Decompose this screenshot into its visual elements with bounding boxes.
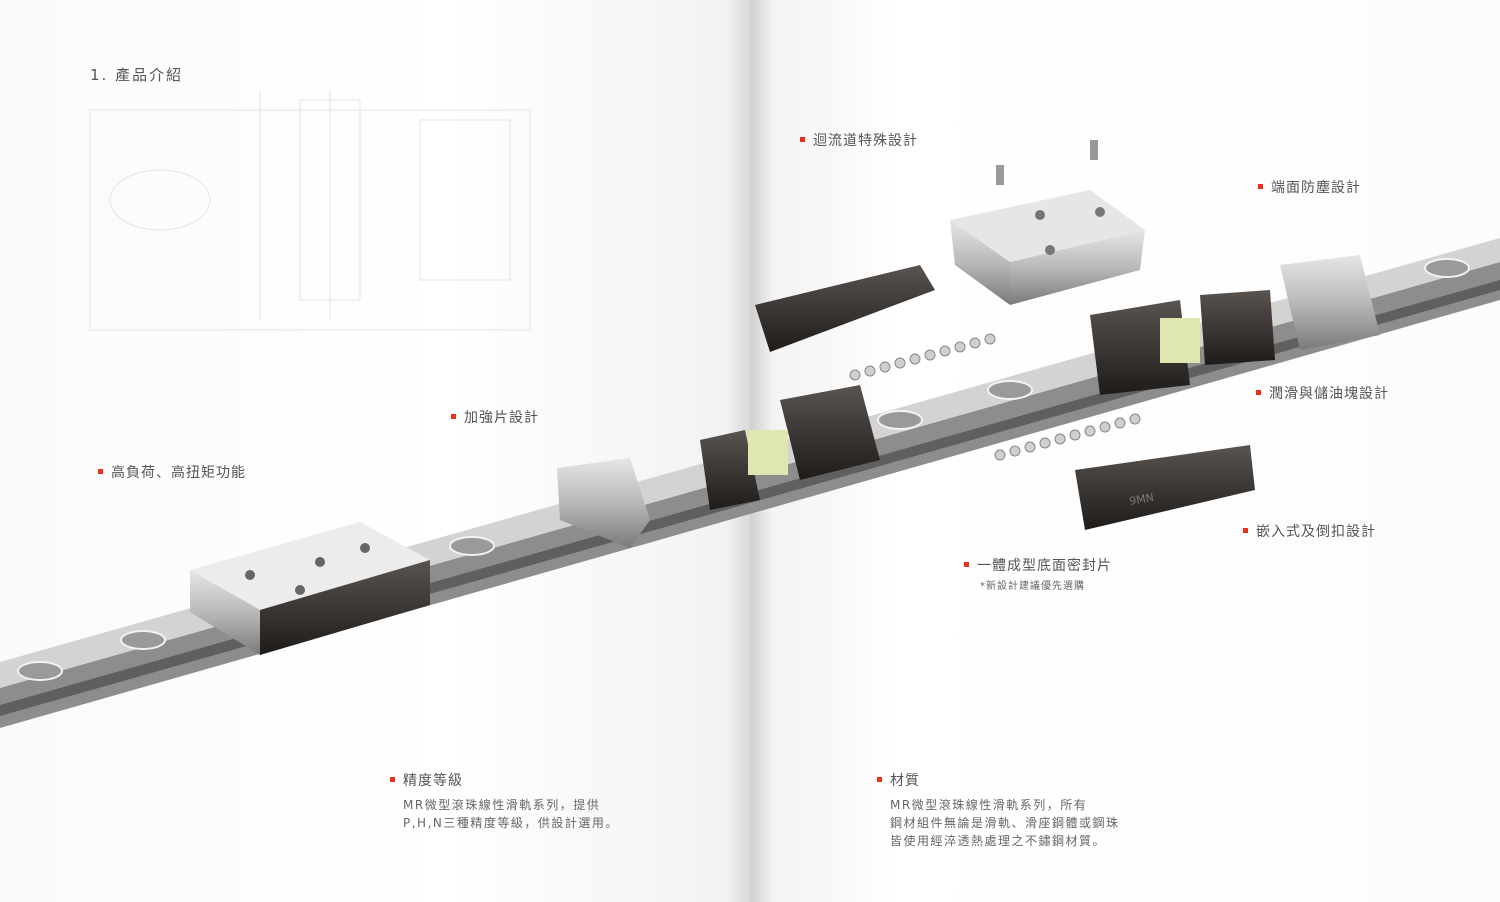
precision-line: P,H,N三種精度等級，供設計選用。 <box>403 816 619 830</box>
callout-label: 高負荷、高扭矩功能 <box>111 465 246 481</box>
callout-embedded: 嵌入式及倒扣設計 <box>1243 521 1376 541</box>
bullet-icon <box>964 561 969 567</box>
callout-lubrication: 潤滑與儲油塊設計 <box>1256 383 1389 403</box>
callout-label: 加強片設計 <box>464 410 539 426</box>
retainer-top <box>755 265 935 352</box>
precision-heading: 精度等級 <box>403 773 463 789</box>
bullet-icon <box>390 776 395 782</box>
balls-row-bottom <box>994 413 1141 461</box>
bullet-icon <box>98 468 103 474</box>
callout-high-load: 高負荷、高扭矩功能 <box>98 462 246 482</box>
part-marking: 9MN <box>1128 491 1155 508</box>
callout-label: 潤滑與儲油塊設計 <box>1269 386 1389 402</box>
bullet-icon <box>451 413 456 419</box>
callout-label: 嵌入式及倒扣設計 <box>1256 524 1376 540</box>
slider-block-assembled <box>190 522 430 655</box>
material-section: 材質 MR微型滾珠線性滑軌系列，所有 鋼材組件無論是滑軌、滑座鋼體或鋼珠 皆使用… <box>877 770 1120 850</box>
callout-bottom-seal: 一體成型底面密封片 <box>964 555 1112 575</box>
material-line: 鋼材組件無論是滑軌、滑座鋼體或鋼珠 <box>890 816 1120 830</box>
material-heading: 材質 <box>890 773 920 789</box>
retainer-bottom: 9MN <box>1075 445 1255 530</box>
callout-label: 一體成型底面密封片 <box>977 558 1112 574</box>
callout-label: 端面防塵設計 <box>1271 180 1361 196</box>
block-body-exploded <box>950 140 1145 305</box>
recirculation-block-left <box>748 385 880 480</box>
recirculation-block-right <box>1090 290 1275 395</box>
bullet-icon <box>1258 183 1263 189</box>
section-title: 1. 產品介紹 <box>90 66 184 84</box>
bullet-icon <box>877 776 882 782</box>
callout-end-dust: 端面防塵設計 <box>1258 177 1361 197</box>
bullet-icon <box>1256 389 1261 395</box>
callout-recirculation: 迴流道特殊設計 <box>800 130 918 150</box>
material-line: 皆使用經淬透熱處理之不鏽鋼材質。 <box>890 834 1107 848</box>
bullet-icon <box>800 136 805 142</box>
material-line: MR微型滾珠線性滑軌系列，所有 <box>890 798 1088 812</box>
technical-sketch <box>89 90 531 331</box>
end-cap-right <box>1280 255 1380 350</box>
precision-section: 精度等級 MR微型滾珠線性滑軌系列，提供 P,H,N三種精度等級，供設計選用。 <box>390 770 619 832</box>
bullet-icon <box>1243 527 1248 533</box>
callout-label: 迴流道特殊設計 <box>813 133 918 149</box>
bottom-seal-note: *新設計建議優先選購 <box>980 581 1085 592</box>
callout-reinforcement: 加強片設計 <box>451 407 539 427</box>
balls-row-top <box>849 333 996 381</box>
left-page <box>0 0 750 902</box>
end-cap <box>557 430 760 548</box>
precision-line: MR微型滾珠線性滑軌系列，提供 <box>403 798 601 812</box>
